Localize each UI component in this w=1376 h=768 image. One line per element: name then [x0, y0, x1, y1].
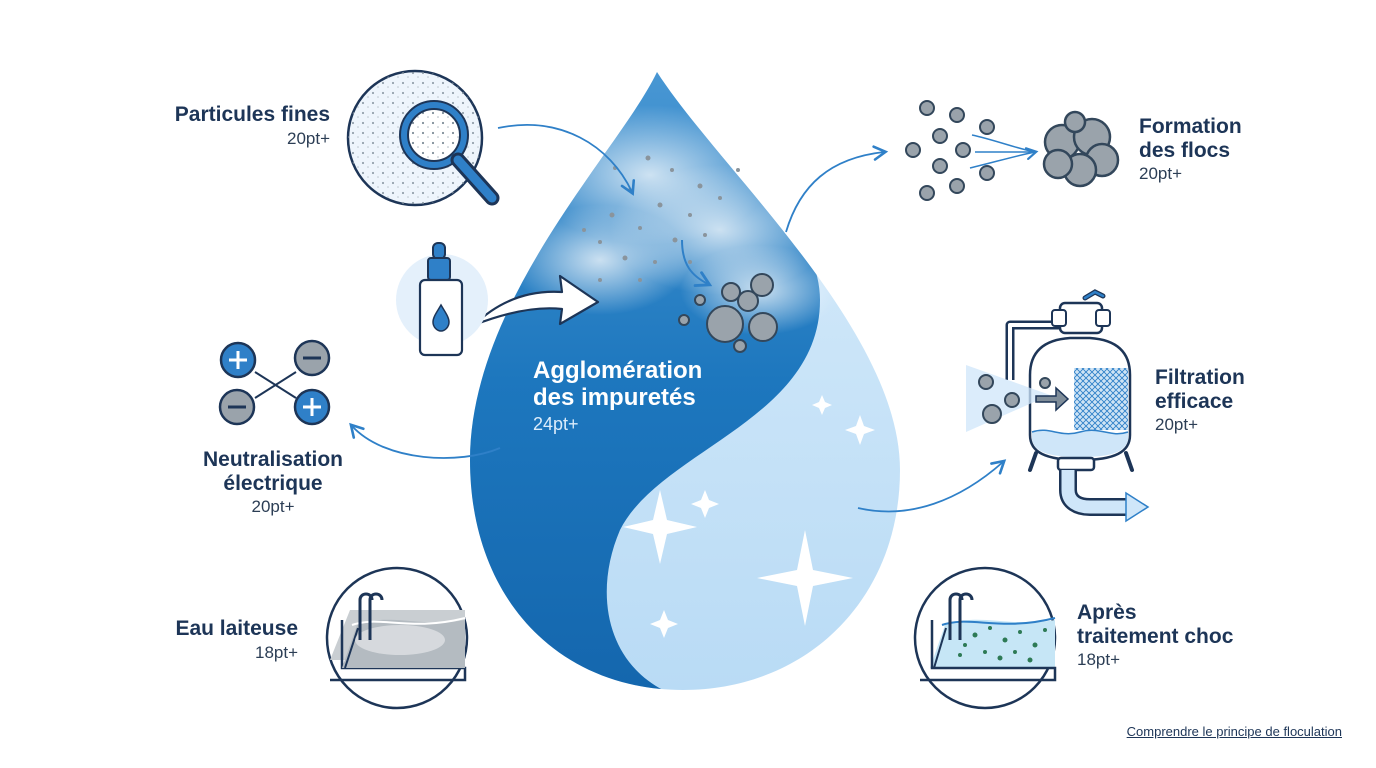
label-agglomeration: Agglomération des impuretés 24pt+	[533, 357, 763, 434]
sand-filter-icon	[966, 289, 1150, 523]
label-title-line1: Agglomération	[533, 357, 703, 384]
label-title-line2: des impuretés	[533, 383, 696, 411]
arrow-particules-to-drop	[497, 124, 636, 196]
inner-arrow	[681, 239, 713, 288]
label-title-line2: efficace	[1155, 389, 1234, 413]
label-title-line1: Formation	[1139, 115, 1242, 138]
label-title-line2: des flocs	[1139, 138, 1231, 162]
label-size: 20pt+	[286, 128, 330, 148]
floculation-info-link[interactable]: Comprendre le principe de floculation	[1126, 724, 1342, 739]
label-size: 20pt+	[1139, 164, 1183, 184]
label-size: 24pt+	[533, 413, 579, 434]
label-particules-fines: Particules fines 20pt+	[130, 103, 330, 148]
flow-arrows	[349, 124, 1007, 513]
charge-neutralization-icon	[218, 339, 331, 426]
drop-flocs	[678, 273, 778, 353]
label-formation-flocs: Formation des flocs 20pt+	[1139, 115, 1339, 183]
floc-clusters-icon	[905, 100, 1120, 201]
arrow-drop-to-neutralisation	[349, 422, 501, 459]
arrow-drop-to-filtration	[857, 459, 1007, 513]
label-filtration: Filtration efficace 20pt+	[1155, 366, 1335, 434]
label-size: 20pt+	[1155, 415, 1199, 435]
drop-particles	[582, 155, 740, 282]
label-size: 18pt+	[1077, 650, 1121, 670]
flocculant-bottle-icon	[396, 242, 488, 357]
sparkles	[623, 395, 875, 638]
label-size: 20pt+	[251, 497, 295, 517]
label-eau-laiteuse: Eau laiteuse 18pt+	[108, 617, 298, 662]
label-title-line2: électrique	[223, 471, 323, 495]
magnifier-icon	[346, 69, 500, 207]
clear-pool-icon	[913, 566, 1057, 710]
label-title-line1: Après	[1077, 601, 1137, 624]
arrow-drop-to-flocs	[785, 145, 889, 233]
label-title-line1: Filtration	[1155, 366, 1245, 389]
label-apres-traitement: Après traitement choc 18pt+	[1077, 601, 1297, 669]
dosing-arrow	[472, 274, 600, 327]
label-title: Particules fines	[174, 103, 330, 126]
label-title: Eau laiteuse	[175, 617, 298, 640]
cloudy-pool-icon	[325, 566, 469, 710]
label-title-line2: traitement choc	[1077, 624, 1234, 648]
label-size: 18pt+	[254, 642, 298, 662]
label-neutralisation: Neutralisation électrique 20pt+	[163, 448, 383, 516]
label-title-line1: Neutralisation	[202, 448, 344, 471]
